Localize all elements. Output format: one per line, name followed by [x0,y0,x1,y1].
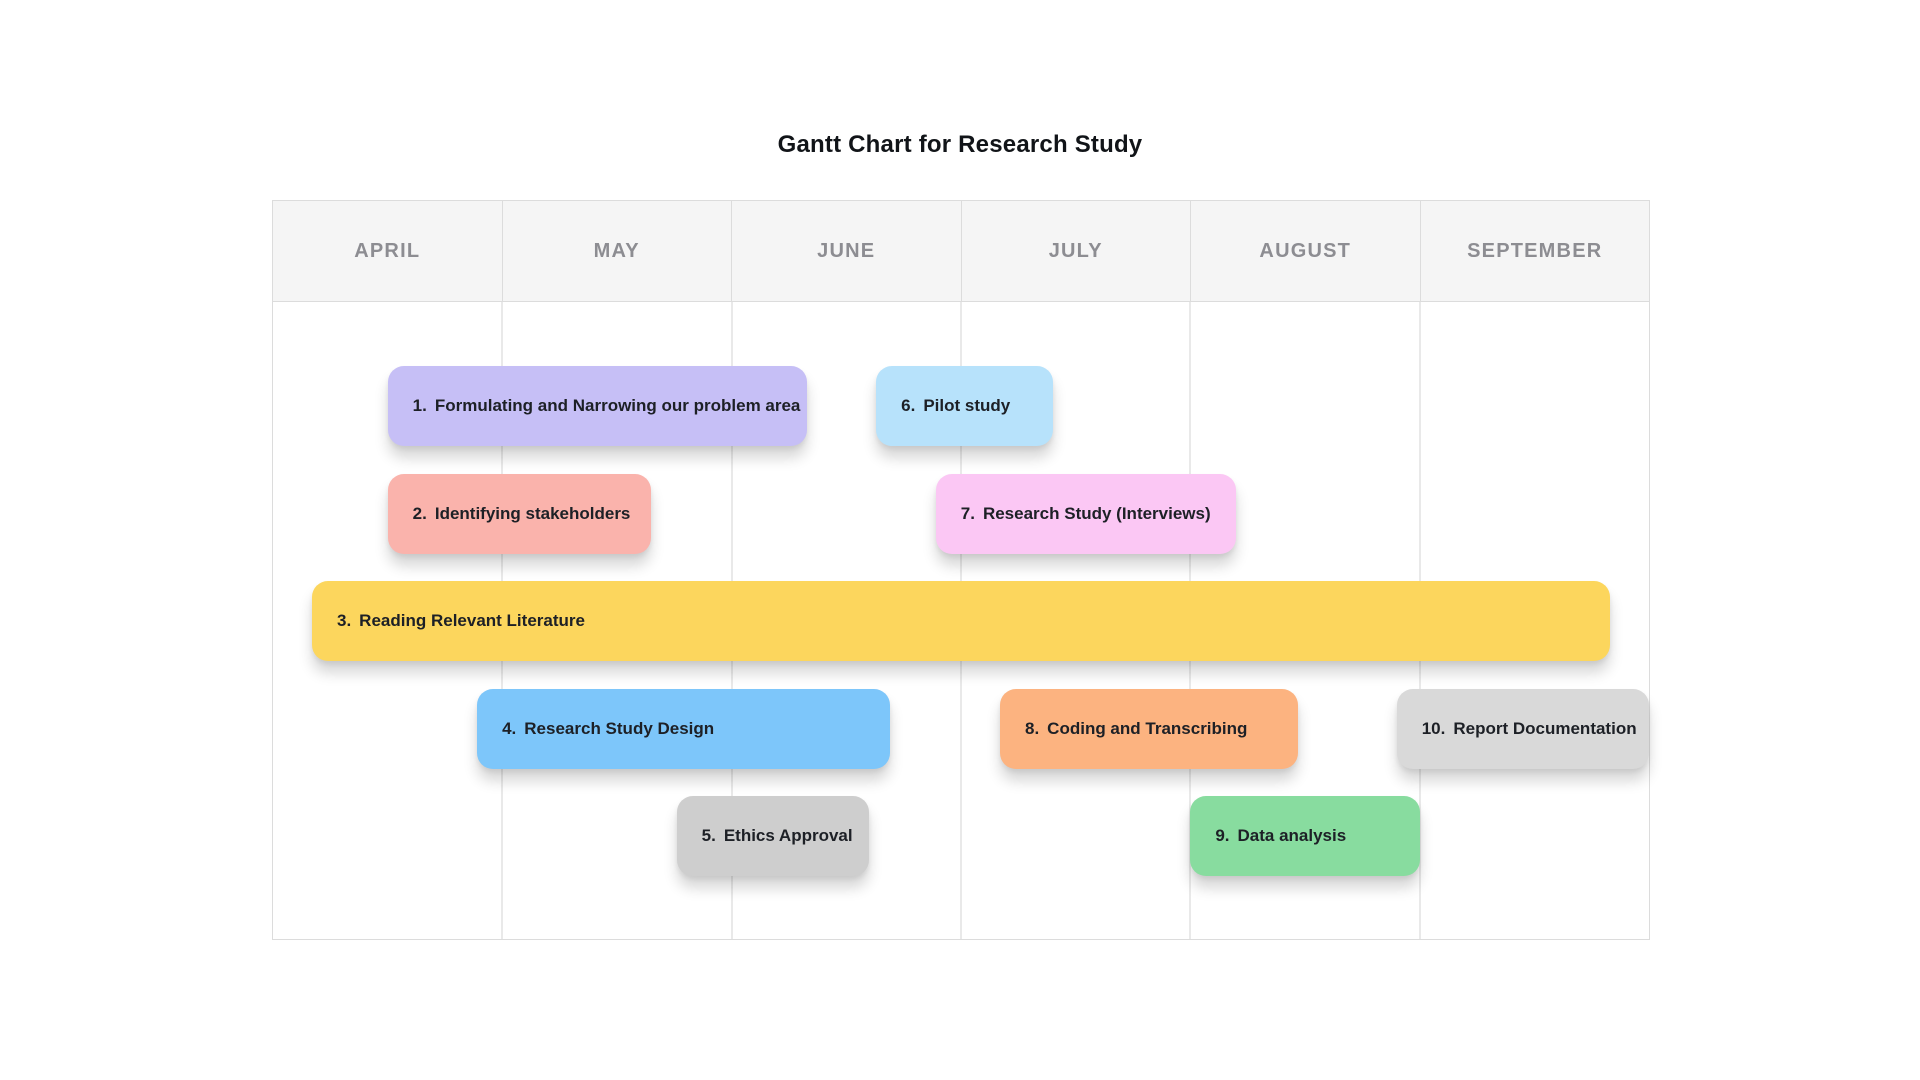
chart-title: Gantt Chart for Research Study [777,131,1143,158]
task-number: 7. [960,504,975,523]
month-header-july: JULY [962,201,1191,301]
task-label: Research Study (Interviews) [982,504,1211,523]
task-label: Research Study Design [524,719,715,738]
task-bar-3: 3. Reading Relevant Literature [311,581,1610,661]
task-label: Report Documentation [1453,719,1637,738]
task-bar-6: 6. Pilot study [876,366,1053,446]
month-header-september: SEPTEMBER [1467,239,1603,262]
month-header-may: MAY [503,201,732,301]
task-number: 9. [1215,826,1230,845]
month-header-april: APRIL [273,201,503,301]
task-label: Pilot study [923,396,1011,415]
task-bar-8: 8. Coding and Transcribing [999,689,1299,769]
task-number: 8. [1024,719,1040,738]
task-label: Identifying stakeholders [434,504,631,523]
task-number: 3. [336,611,352,630]
task-bar-5: 5. Ethics Approval [676,796,870,876]
month-header-june: JUNE [732,201,962,301]
task-bar-10: 10. Report Documentation [1396,689,1649,769]
task-label: Formulating and Narrowing our problem ar… [434,396,801,415]
task-label: Reading Relevant Literature [359,611,585,630]
task-number: 2. [412,504,427,523]
task-number: 4. [502,719,517,738]
task-bar-2: 2. Identifying stakeholders [387,474,652,554]
task-bar-7: 7. Research Study (Interviews) [935,474,1237,554]
gantt-body: 1. Formulating and Narrowing our problem … [273,302,1649,939]
task-bar-9: 9. Data analysis [1190,796,1420,876]
task-label: Coding and Transcribing [1047,719,1248,738]
task-bar-1: 1. Formulating and Narrowing our problem … [387,366,808,446]
task-bar-4: 4. Research Study Design [477,689,890,769]
task-number: 1. [412,396,427,415]
task-label: Ethics Approval [723,826,853,845]
task-number: 6. [901,396,916,415]
task-label: Data analysis [1237,826,1347,845]
month-header-august: AUGUST [1191,201,1421,301]
task-number: 5. [701,826,716,845]
task-number: 10. [1421,719,1446,738]
